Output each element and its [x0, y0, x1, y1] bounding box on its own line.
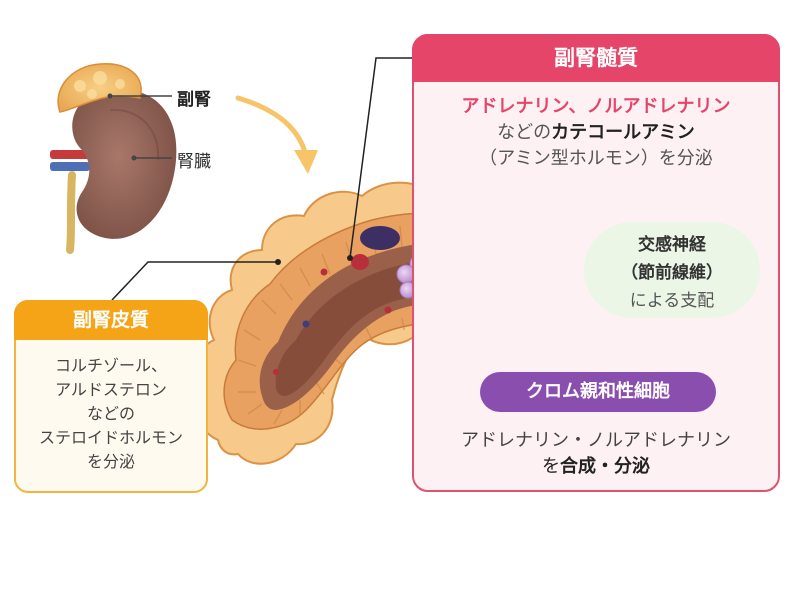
- cortex-line: を分泌: [86, 452, 135, 471]
- cortex-leader: [111, 261, 278, 301]
- chromaffin-line1: アドレナリン・ノルアドレナリン: [461, 430, 731, 451]
- nerve-line1: 交感神経: [638, 235, 706, 255]
- cortex-title: 副腎皮質: [14, 300, 208, 340]
- medulla-title: 副腎髄質: [412, 34, 780, 82]
- central-vein: [360, 226, 400, 250]
- nerve-bubble: [584, 222, 760, 318]
- medulla-hormones-line: アドレナリン、ノルアドレナリン: [461, 96, 731, 117]
- chromaffin-title: クロム親和性細胞: [480, 372, 716, 412]
- nerve-line3: による支配: [629, 291, 715, 311]
- zoom-arrow-icon: [235, 95, 318, 174]
- cortex-line: アルドステロン: [55, 380, 167, 399]
- chromaffin-line2: を合成・分泌: [412, 452, 780, 478]
- chromaffin-line2-bold: 合成・分泌: [560, 456, 650, 477]
- nerve-line2: （節前線維）: [621, 263, 723, 283]
- medulla-line2-prefix: などの: [497, 122, 552, 143]
- catecholamine-text: カテコールアミン: [551, 122, 695, 143]
- cortex-line: ステロイドホルモン: [38, 428, 183, 447]
- kidney-icon: [50, 63, 177, 254]
- medulla-catecholamine-line: などのカテコールアミン: [412, 118, 780, 144]
- medulla-leader: [349, 57, 412, 259]
- cortex-line: などの: [86, 404, 135, 423]
- cortex-line: コルチゾール、: [54, 356, 167, 375]
- kidney-label: 腎臓: [177, 152, 211, 172]
- chromaffin-line2-prefix: を: [542, 456, 560, 477]
- medulla-secretion-line: （アミン型ホルモン）を分泌: [479, 148, 713, 169]
- adrenal-label: 副腎: [177, 90, 211, 110]
